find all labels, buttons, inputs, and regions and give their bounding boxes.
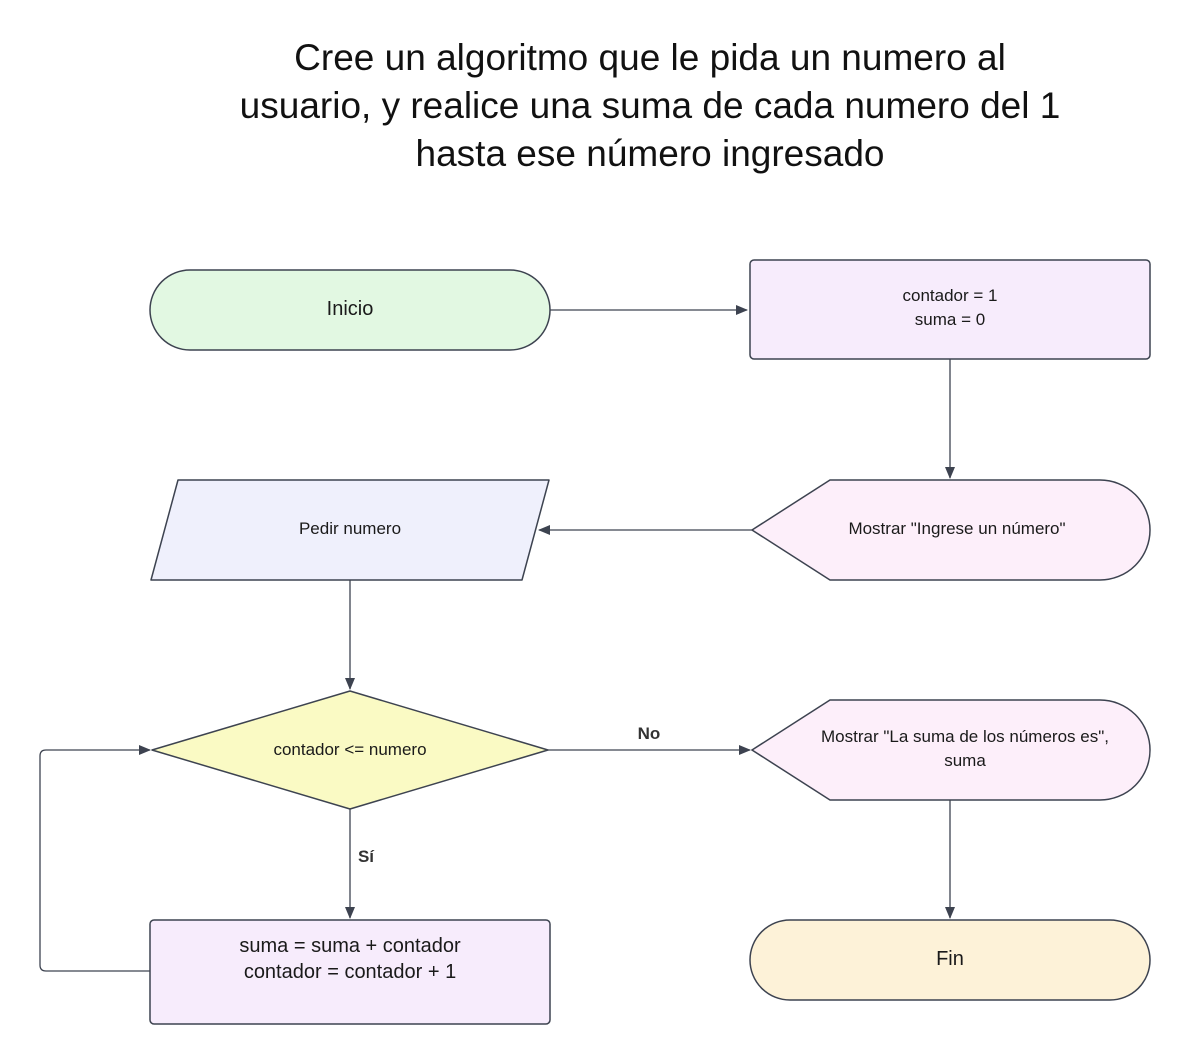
node-fin-label: Fin xyxy=(936,948,964,970)
node-mostrar-suma-line-2: suma xyxy=(944,751,986,770)
node-decision-label: contador <= numero xyxy=(273,740,426,759)
node-mostrar-ingrese: Mostrar "Ingrese un número" xyxy=(750,479,1151,581)
process-shape xyxy=(149,919,551,1025)
node-proceso-suma-line-2: contador = contador + 1 xyxy=(244,961,456,983)
node-decision: contador <= numero xyxy=(151,690,549,810)
edge-label-no: No xyxy=(638,724,661,743)
node-init-vars: contador = 1 suma = 0 xyxy=(749,259,1151,360)
decision-shape xyxy=(151,690,549,810)
connectors xyxy=(39,305,955,972)
title-line-3: hasta ese número ingresado xyxy=(415,133,885,174)
input-shape xyxy=(150,479,550,581)
node-inicio-label: Inicio xyxy=(327,298,374,320)
display-shape xyxy=(750,479,1151,581)
node-mostrar-suma: Mostrar "La suma de los números es", sum… xyxy=(750,699,1151,801)
arrow-loop-back xyxy=(39,745,151,972)
terminal-shape xyxy=(749,919,1151,1001)
title-line-2: usuario, y realice una suma de cada nume… xyxy=(239,85,1061,126)
node-proceso-suma-line-1: suma = suma + contador xyxy=(239,935,461,957)
node-init-vars-line-2: suma = 0 xyxy=(915,310,985,329)
process-shape xyxy=(749,259,1151,360)
terminal-shape xyxy=(149,269,551,351)
edge-label-si: Sí xyxy=(358,847,375,866)
display-shape xyxy=(750,699,1151,801)
node-mostrar-ingrese-label: Mostrar "Ingrese un número" xyxy=(848,519,1065,538)
diagram-title: Cree un algoritmo que le pida un numero … xyxy=(150,34,1150,178)
title-line-1: Cree un algoritmo que le pida un numero … xyxy=(294,37,1006,78)
node-fin: Fin xyxy=(749,919,1151,1001)
node-pedir-numero-label: Pedir numero xyxy=(299,519,401,538)
node-mostrar-suma-line-1: Mostrar "La suma de los números es", xyxy=(821,727,1109,746)
node-inicio: Inicio xyxy=(149,269,551,351)
node-pedir-numero: Pedir numero xyxy=(150,479,550,581)
node-init-vars-line-1: contador = 1 xyxy=(903,286,998,305)
node-proceso-suma: suma = suma + contador contador = contad… xyxy=(149,919,551,1025)
